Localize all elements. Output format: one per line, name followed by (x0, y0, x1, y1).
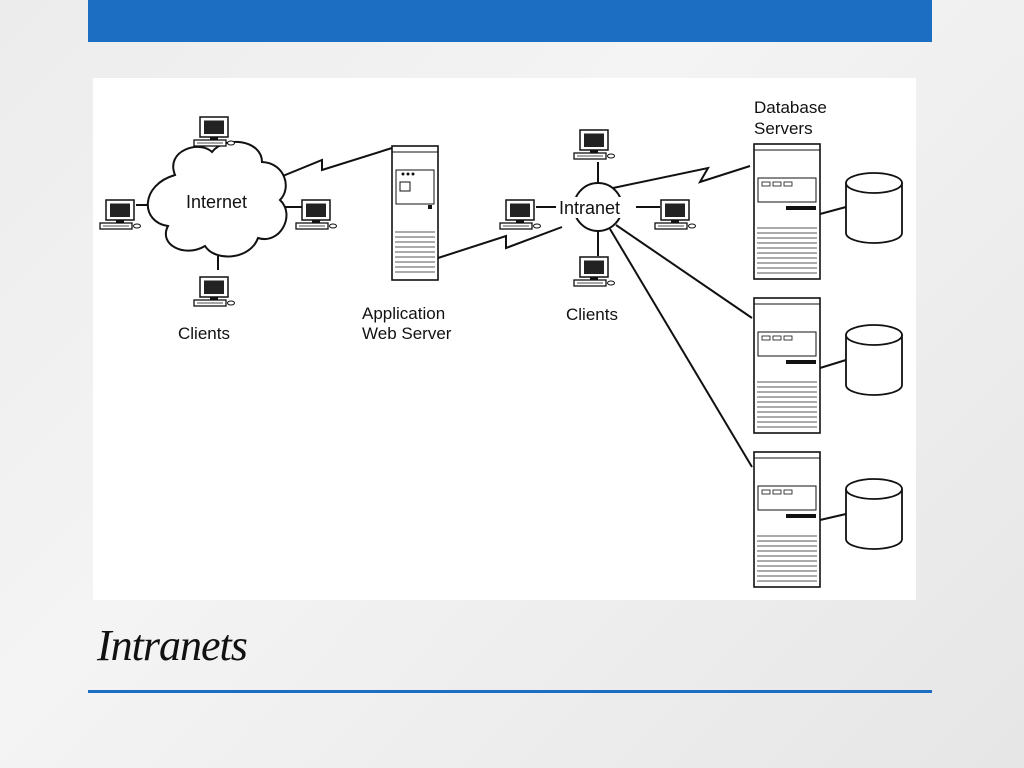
client-computer-icon (193, 276, 236, 307)
network-diagram: Internet Clients Application Web Server … (93, 78, 916, 600)
clients-right-label: Clients (566, 305, 618, 324)
db-servers-label-line2: Servers (754, 119, 813, 138)
client-computer-icon (499, 199, 542, 230)
application-server-icon (391, 145, 439, 281)
database-disk-icon (845, 478, 903, 550)
intranet-label: Intranet (559, 198, 620, 218)
database-disk-icon (845, 172, 903, 244)
app-server-label-line2: Web Server (362, 324, 452, 343)
database-server-icon (753, 143, 821, 280)
client-computer-icon (654, 199, 697, 230)
clients-left-label: Clients (178, 324, 230, 343)
client-computer-icon (573, 129, 616, 160)
database-server-icon (753, 451, 821, 588)
connection-lines (136, 140, 847, 521)
client-computer-icon (99, 199, 142, 230)
client-computer-icon (295, 199, 338, 230)
internet-label: Internet (186, 192, 247, 212)
client-computer-icon (573, 256, 616, 287)
database-server-icon (753, 297, 821, 434)
database-disk-icon (845, 324, 903, 396)
slide-title: Intranets (97, 621, 248, 670)
client-computer-icon (193, 116, 236, 147)
header-bar (88, 0, 932, 42)
title-underline (88, 690, 932, 693)
db-servers-label-line1: Database (754, 98, 827, 117)
app-server-label-line1: Application (362, 304, 445, 323)
